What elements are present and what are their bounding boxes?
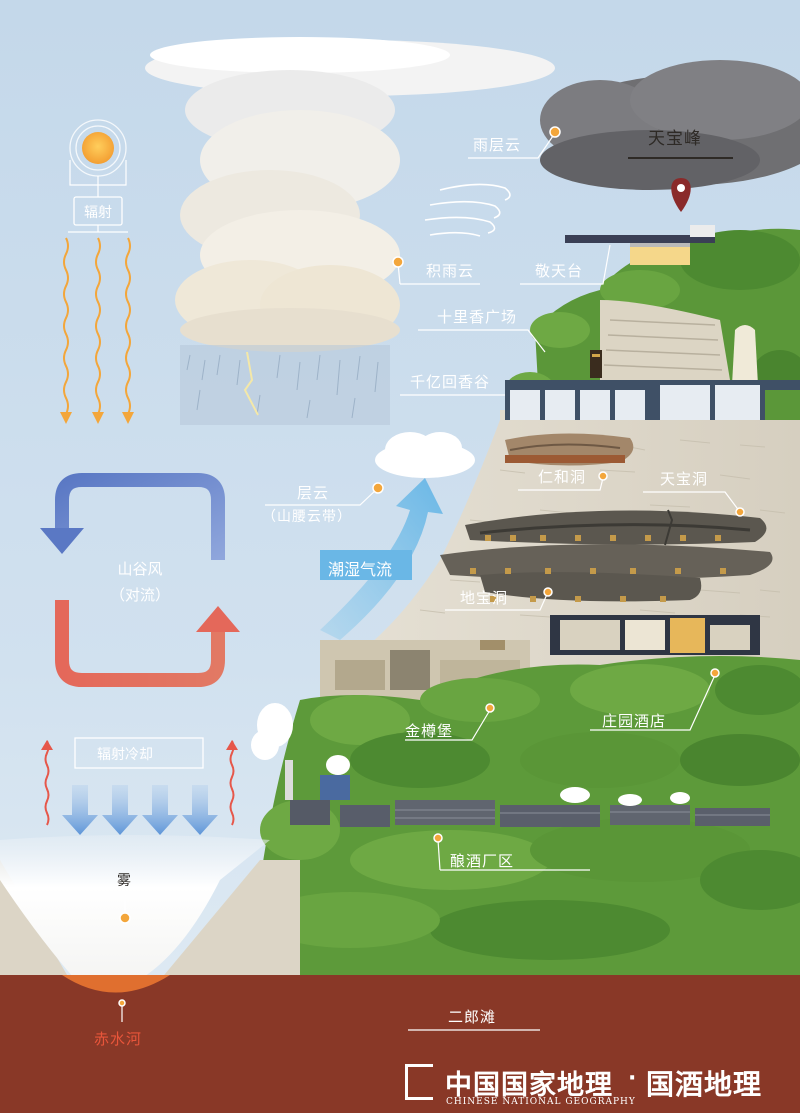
dibao-cave-label: 地宝洞 bbox=[460, 589, 509, 607]
valley-wind-sub-label: （对流） bbox=[109, 586, 170, 604]
jingtiantai-building bbox=[565, 225, 715, 265]
radiative-cooling-label: 辐射冷却 bbox=[97, 747, 153, 763]
marker-dots bbox=[118, 126, 745, 1007]
renhe-cave bbox=[505, 433, 634, 466]
cumulonimbus-label: 积雨云 bbox=[426, 262, 475, 280]
right-slope bbox=[160, 860, 300, 980]
qianyi-label: 千亿回香谷 bbox=[410, 373, 491, 391]
location-pin-icon bbox=[671, 178, 691, 212]
stratus-cloud bbox=[375, 432, 475, 478]
logo-english: CHINESE NATIONAL GEOGRAPHY bbox=[446, 1097, 636, 1107]
valley-wind-arrowhead-up bbox=[196, 606, 240, 632]
lower-forest bbox=[250, 656, 800, 980]
tianbao-cave-label: 天宝洞 bbox=[660, 470, 709, 488]
cave-barrels bbox=[470, 535, 726, 602]
shilixiang-label: 十里香广场 bbox=[437, 308, 518, 326]
steam-plumes bbox=[251, 703, 690, 806]
logo-cng: 中国国家地理 bbox=[445, 1070, 613, 1101]
renhe-label: 仁和洞 bbox=[538, 468, 587, 486]
jinzunbao-label: 金樽堡 bbox=[405, 722, 454, 740]
valley-wind-arrowhead-down bbox=[40, 528, 84, 554]
chishui-label: 赤水河 bbox=[94, 1030, 143, 1048]
stratus-label: 层云 bbox=[297, 484, 330, 502]
fog-label: 雾 bbox=[117, 873, 132, 889]
sun-icon bbox=[82, 132, 114, 164]
radiation-label: 辐射 bbox=[84, 205, 112, 221]
logo-frame bbox=[405, 1064, 433, 1100]
peak-underline bbox=[628, 157, 733, 159]
wind-swirls bbox=[424, 183, 511, 237]
erlangtan-label: 二郎滩 bbox=[448, 1008, 497, 1026]
dibao-cave bbox=[440, 509, 773, 602]
nimbostratus-label: 雨层云 bbox=[473, 136, 522, 154]
hotel-label: 庄园酒店 bbox=[602, 712, 667, 730]
ground bbox=[0, 975, 800, 1113]
chishui-river bbox=[62, 975, 170, 993]
valley-wind-label: 山谷风 bbox=[117, 560, 163, 578]
peak-label: 天宝峰 bbox=[648, 129, 702, 149]
logo-brand: 国酒地理 bbox=[646, 1068, 763, 1101]
sun-radiation bbox=[60, 119, 134, 424]
radiative-cooling-arrows bbox=[41, 737, 238, 835]
brewery-label: 酿酒厂区 bbox=[450, 852, 515, 870]
valley-wind-loop bbox=[55, 473, 225, 687]
nimbostratus-cloud bbox=[540, 60, 800, 190]
valley-fog bbox=[0, 835, 270, 985]
leader-lines bbox=[121, 132, 741, 1031]
stratus-sub-label: （山腰云带） bbox=[262, 509, 352, 525]
logo-separator: · bbox=[628, 1066, 637, 1091]
moist-air-arrow bbox=[320, 478, 443, 640]
qianyi-halls bbox=[505, 380, 800, 420]
moist-air-label-bg bbox=[320, 550, 412, 580]
cumulonimbus-cloud bbox=[145, 37, 555, 425]
brewery-sheds bbox=[285, 760, 770, 827]
manor-hotel bbox=[550, 615, 760, 655]
jingtiantai-label: 敬天台 bbox=[535, 262, 584, 280]
moist-flow-label: 潮湿气流 bbox=[328, 560, 393, 579]
